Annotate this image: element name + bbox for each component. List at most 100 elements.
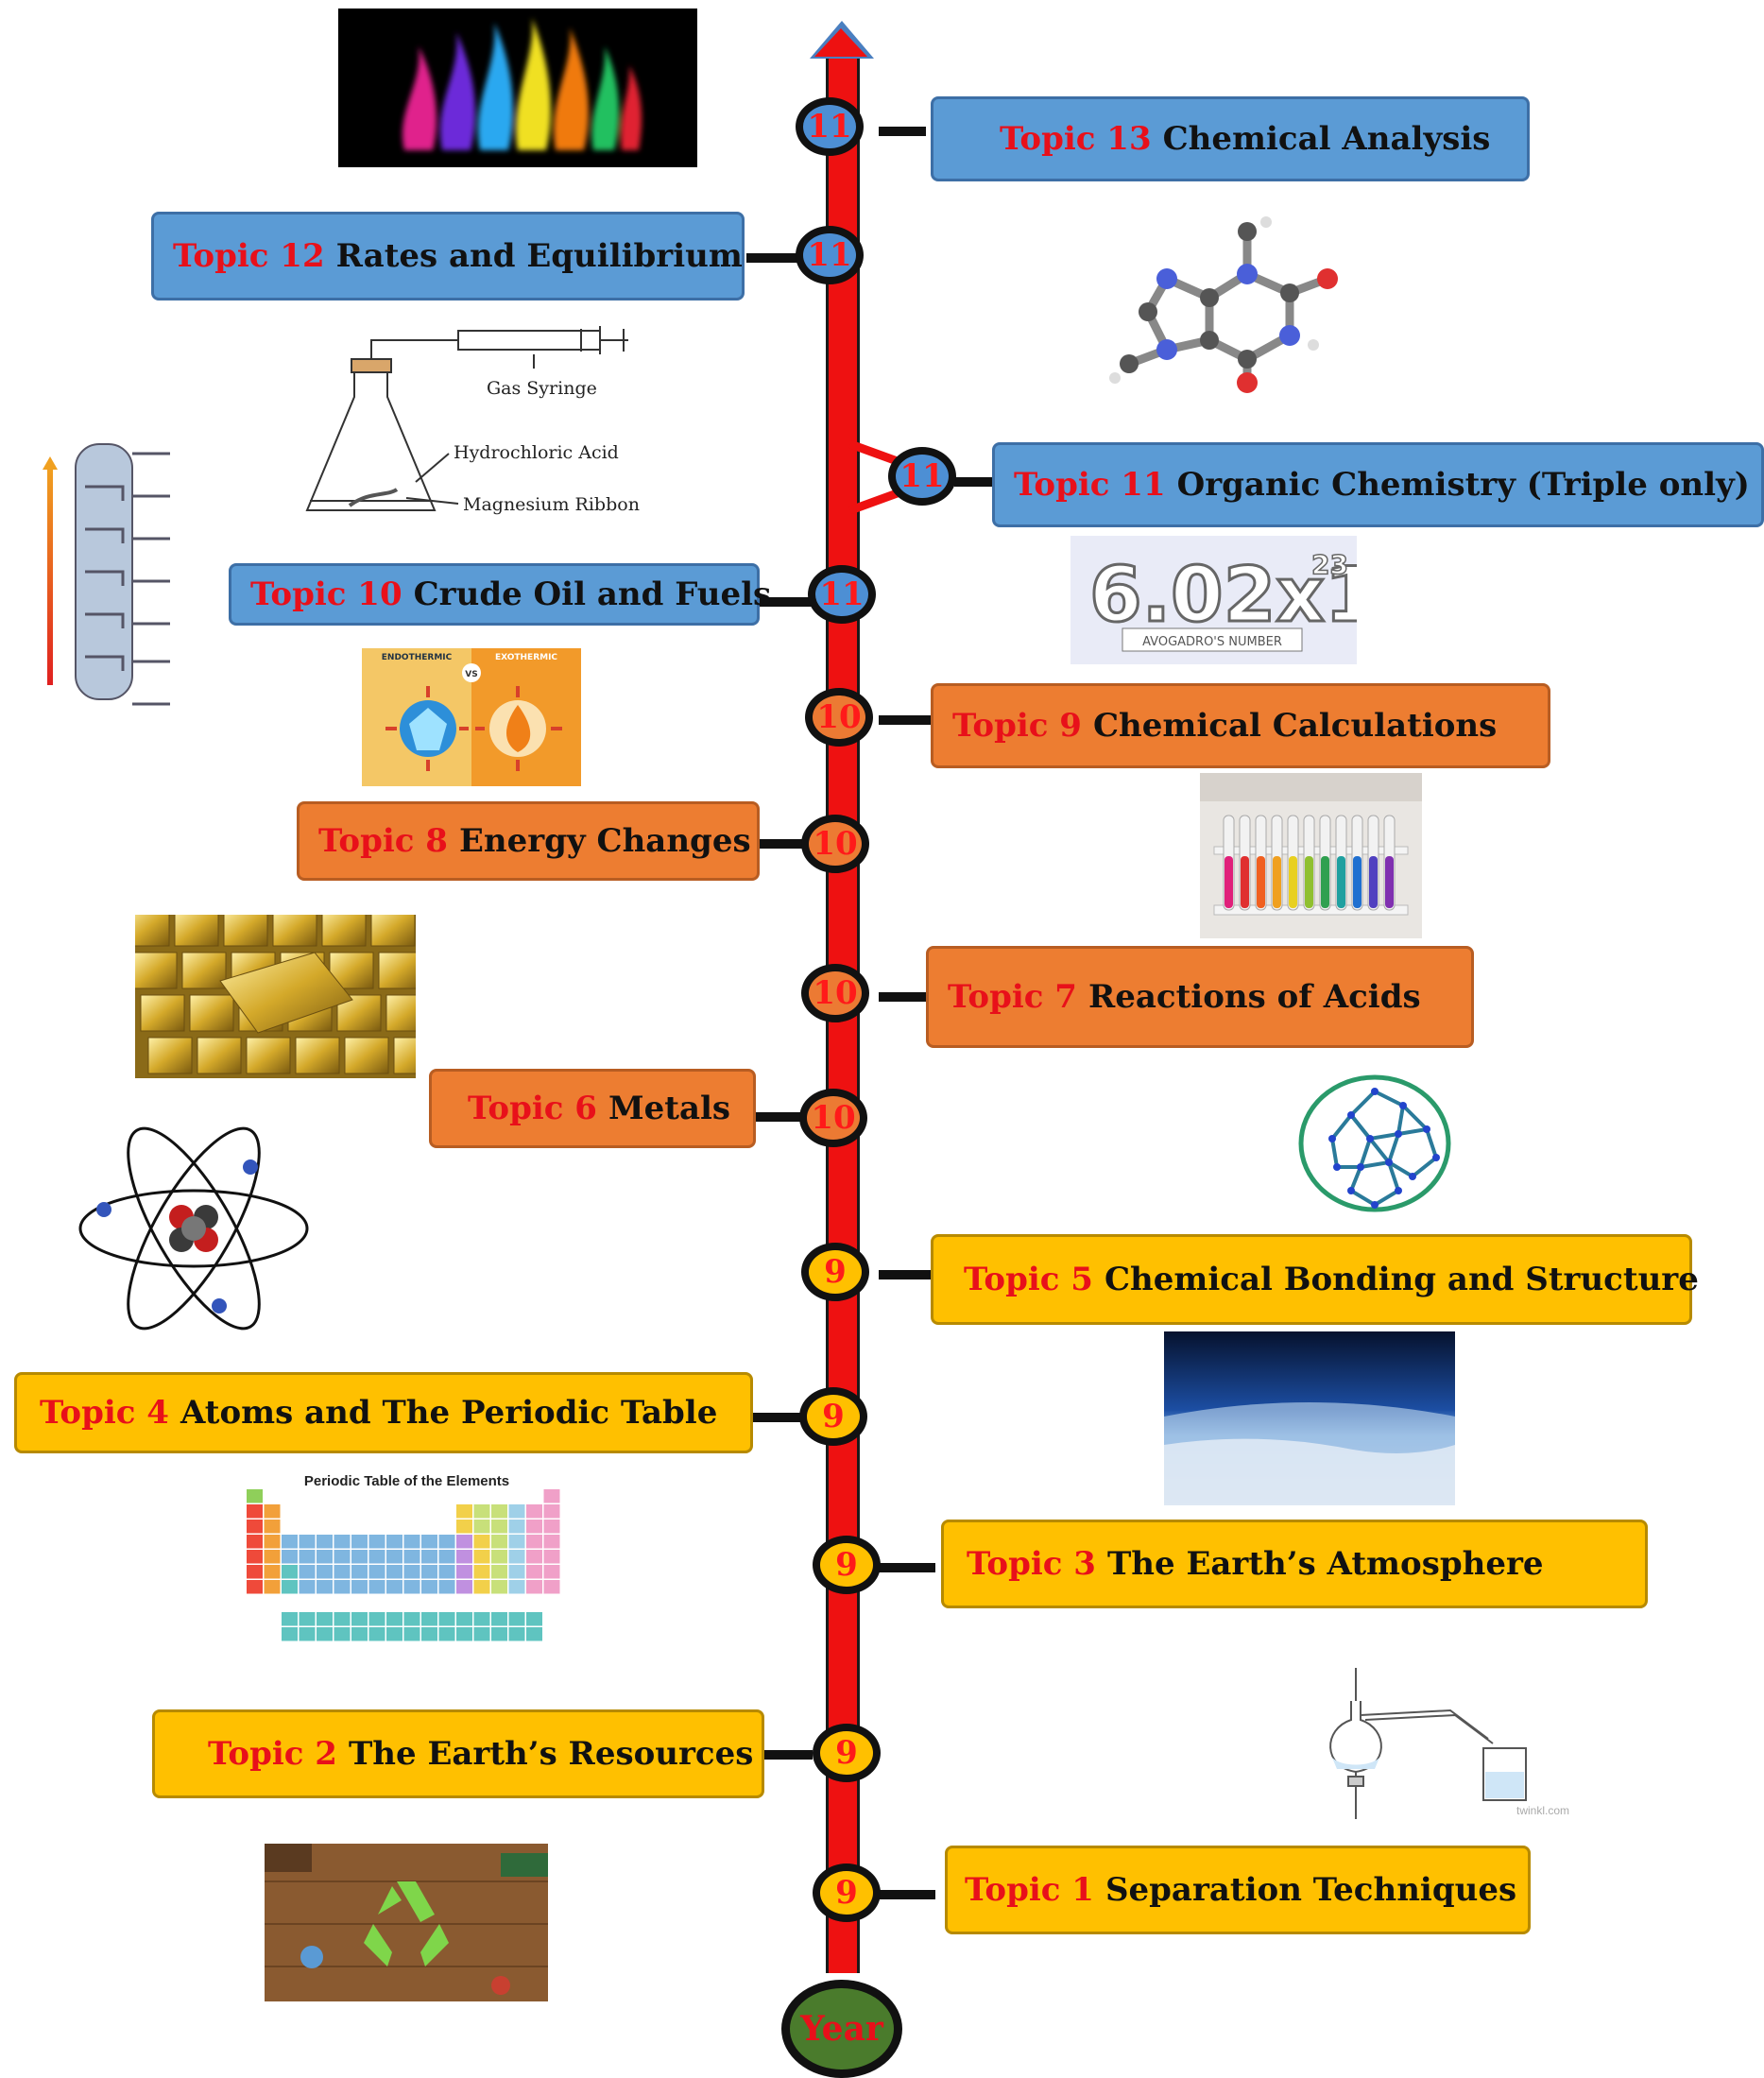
element-cell	[386, 1535, 402, 1549]
test-tube-liquid	[1273, 856, 1281, 908]
element-cell	[508, 1612, 525, 1626]
gold-bar	[378, 952, 416, 989]
topic-prefix: Topic 8	[318, 822, 448, 860]
topic-5-box[interactable]: Topic 5 Chemical Bonding and Structure	[931, 1234, 1699, 1325]
year-label: 10	[811, 1099, 856, 1137]
element-cell	[543, 1565, 560, 1579]
element-cell	[264, 1580, 281, 1594]
twinkl-watermark: twinkl.com	[1516, 1804, 1569, 1817]
avogadro-number-text: 6.02x10	[1089, 551, 1357, 639]
element-cell	[317, 1612, 333, 1626]
flame-test-image	[338, 9, 697, 167]
topic-prefix: Topic 4	[40, 1394, 169, 1432]
element-cell	[526, 1550, 542, 1564]
element-cell	[473, 1535, 490, 1549]
element-cell	[351, 1565, 368, 1579]
element-cell	[317, 1565, 333, 1579]
element-cell	[438, 1565, 455, 1579]
topic-prefix: Topic 11	[1014, 466, 1166, 504]
element-cell	[403, 1612, 420, 1626]
element-cell	[299, 1550, 316, 1564]
gold-bar	[197, 1037, 242, 1074]
year-node-topic-9: 10	[805, 688, 873, 747]
year-label: 9	[822, 1398, 845, 1435]
connector-topic-4	[751, 1413, 803, 1422]
element-cell	[334, 1580, 351, 1594]
element-cell	[247, 1565, 263, 1579]
gold-bar	[135, 915, 170, 947]
element-cell	[438, 1550, 455, 1564]
topic-2-box[interactable]: Topic 2 The Earth’s Resources	[152, 1709, 764, 1798]
topic-12-box[interactable]: Topic 12 Rates and Equilibrium	[151, 212, 745, 301]
gold-bar	[295, 1037, 340, 1074]
connector-topic-9	[879, 715, 935, 725]
fractional-distillation-column-image	[9, 430, 189, 718]
topic-title: Reactions of Acids	[1088, 978, 1421, 1016]
topic-prefix: Topic 2	[208, 1735, 337, 1773]
topic-prefix: Topic 5	[964, 1261, 1093, 1298]
carbon-atom	[1371, 1201, 1379, 1209]
topic-title: The Earth’s Resources	[348, 1735, 754, 1773]
element-cell	[491, 1612, 507, 1626]
element-cell	[247, 1550, 263, 1564]
element-cell	[473, 1550, 490, 1564]
element-cell	[456, 1612, 472, 1626]
element-cell	[456, 1580, 472, 1594]
carbon-atom	[1347, 1111, 1355, 1119]
element-cell	[543, 1550, 560, 1564]
topic-9-box[interactable]: Topic 9 Chemical Calculations	[931, 683, 1550, 768]
element-cell	[473, 1520, 490, 1534]
topic-7-box[interactable]: Topic 7 Reactions of Acids	[926, 946, 1474, 1048]
topic-10-box[interactable]: Topic 10 Crude Oil and Fuels	[229, 563, 771, 626]
year-label: 9	[824, 1253, 847, 1291]
topic-prefix: Topic 1	[965, 1871, 1094, 1909]
element-cell	[543, 1520, 560, 1534]
connector-topic-10	[756, 597, 813, 607]
element-cell	[386, 1550, 402, 1564]
element-cell	[386, 1612, 402, 1626]
topic-1-box[interactable]: Topic 1 Separation Techniques	[945, 1846, 1531, 1934]
topic-13-box[interactable]: Topic 13 Chemical Analysis	[931, 96, 1530, 181]
element-cell	[508, 1550, 525, 1564]
connector-topic-8	[756, 839, 803, 849]
element-cell	[351, 1535, 368, 1549]
year-node-topic-10: 11	[808, 565, 876, 624]
topic-11-box[interactable]: Topic 11 Organic Chemistry (Triple only)	[992, 442, 1764, 527]
element-cell	[403, 1535, 420, 1549]
year-node-topic-7: 10	[801, 964, 869, 1022]
test-tube-liquid	[1225, 856, 1233, 908]
element-cell	[368, 1612, 385, 1626]
year-node-topic-6: 10	[799, 1089, 867, 1147]
topic-4-box[interactable]: Topic 4 Atoms and The Periodic Table	[14, 1372, 753, 1453]
exothermic-label: EXOTHERMIC	[495, 653, 557, 662]
topic-8-box[interactable]: Topic 8 Energy Changes	[297, 801, 760, 881]
recycling-image	[265, 1844, 548, 2001]
carbon-atom	[1357, 1163, 1364, 1171]
gold-bar	[272, 915, 317, 947]
element-cell	[403, 1565, 420, 1579]
element-cell	[247, 1520, 263, 1534]
carbon-atom	[1371, 1088, 1379, 1095]
element-cell	[543, 1489, 560, 1503]
year-label: 9	[835, 1546, 858, 1584]
test-tube-liquid	[1321, 856, 1329, 908]
element-cell	[456, 1504, 472, 1519]
gold-bar	[246, 1037, 291, 1074]
timeline-arrow-head-fill	[814, 28, 867, 57]
element-cell	[421, 1612, 437, 1626]
distillation-apparatus-image: twinkl.com	[1299, 1663, 1583, 1833]
gold-bar	[189, 994, 234, 1032]
element-cell	[264, 1520, 281, 1534]
test-tube-liquid	[1353, 856, 1362, 908]
element-cell	[351, 1627, 368, 1641]
topic-3-box[interactable]: Topic 3 The Earth’s Atmosphere	[941, 1520, 1648, 1608]
element-cell	[508, 1504, 525, 1519]
topic-6-box[interactable]: Topic 6 Metals	[429, 1069, 756, 1148]
carbon-atom	[1395, 1187, 1402, 1194]
element-cell	[473, 1627, 490, 1641]
year-label: 9	[835, 1874, 858, 1912]
element-cell	[491, 1535, 507, 1549]
topic-title: Atoms and The Periodic Table	[180, 1394, 718, 1432]
element-cell	[491, 1550, 507, 1564]
year-label: 11	[807, 236, 852, 274]
